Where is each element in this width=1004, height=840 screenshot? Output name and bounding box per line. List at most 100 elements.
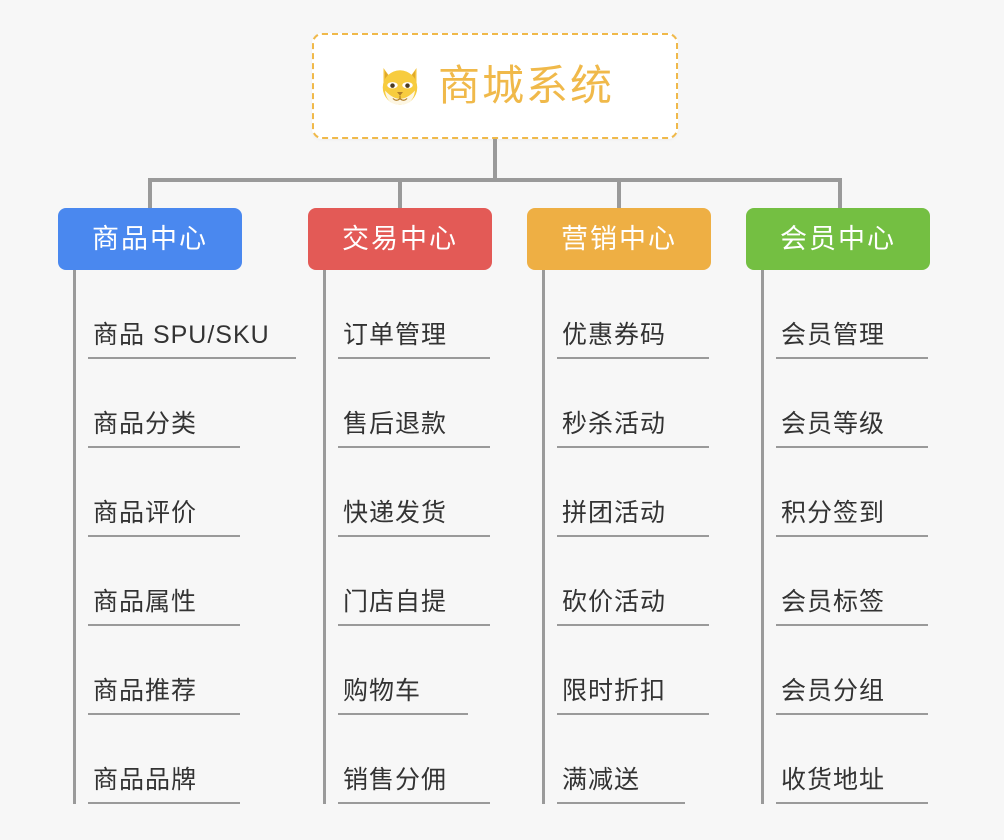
leaf-label: 满减送 (562, 766, 641, 794)
list-item[interactable]: 商品品牌 (73, 715, 242, 804)
list-item[interactable]: 会员标签 (761, 537, 930, 626)
list-item[interactable]: 商品推荐 (73, 626, 242, 715)
leaf-label: 限时折扣 (562, 677, 667, 705)
leaf-list-trade-center: 订单管理 售后退款 快递发货 门店自提 购物车 销售分佣 (308, 270, 492, 804)
list-item[interactable]: 订单管理 (323, 270, 492, 359)
shiba-dog-face-icon (382, 68, 418, 105)
list-item[interactable]: 秒杀活动 (542, 359, 711, 448)
list-item[interactable]: 收货地址 (761, 715, 930, 804)
connector-stem-trade-center (398, 178, 402, 208)
category-label: 商品中心 (92, 223, 208, 254)
trunk-line (323, 270, 326, 804)
leaf-label: 秒杀活动 (562, 410, 667, 438)
category-label: 营销中心 (561, 223, 677, 254)
list-item[interactable]: 商品评价 (73, 448, 242, 537)
leaf-label: 拼团活动 (562, 499, 667, 527)
category-header-member-center[interactable]: 会员中心 (746, 208, 930, 270)
leaf-label: 积分签到 (781, 499, 886, 527)
leaf-rule (338, 624, 490, 626)
list-item[interactable]: 销售分佣 (323, 715, 492, 804)
list-item[interactable]: 会员管理 (761, 270, 930, 359)
leaf-rule (338, 535, 490, 537)
connector-stem-member-center (838, 178, 842, 208)
leaf-label: 收货地址 (781, 766, 886, 794)
leaf-rule (776, 802, 928, 804)
leaf-rule (88, 535, 240, 537)
list-item[interactable]: 满减送 (542, 715, 711, 804)
list-item[interactable]: 售后退款 (323, 359, 492, 448)
list-item[interactable]: 购物车 (323, 626, 492, 715)
list-item[interactable]: 会员等级 (761, 359, 930, 448)
leaf-rule (776, 446, 928, 448)
leaf-rule (557, 802, 685, 804)
leaf-rule (557, 357, 709, 359)
leaf-rule (88, 357, 296, 359)
leaf-rule (776, 713, 928, 715)
leaf-label: 商品分类 (93, 410, 198, 438)
connector-stem-product-center (148, 178, 152, 208)
leaf-label: 会员标签 (781, 588, 886, 616)
trunk-line (73, 270, 76, 804)
trunk-line (542, 270, 545, 804)
leaf-list-member-center: 会员管理 会员等级 积分签到 会员标签 会员分组 收货地址 (746, 270, 930, 804)
list-item[interactable]: 快递发货 (323, 448, 492, 537)
leaf-label: 商品评价 (93, 499, 198, 527)
leaf-rule (557, 713, 709, 715)
trunk-line (761, 270, 764, 804)
leaf-rule (88, 713, 240, 715)
list-item[interactable]: 优惠券码 (542, 270, 711, 359)
leaf-label: 商品品牌 (93, 766, 198, 794)
list-item[interactable]: 商品属性 (73, 537, 242, 626)
branch-member-center: 会员中心 会员管理 会员等级 积分签到 会员标签 会员分组 (746, 208, 930, 804)
category-label: 交易中心 (342, 223, 458, 254)
category-label: 会员中心 (780, 223, 896, 254)
leaf-label: 购物车 (343, 677, 422, 705)
leaf-label: 优惠券码 (562, 321, 667, 349)
list-item[interactable]: 商品 SPU/SKU (73, 270, 296, 359)
connector-stem-marketing-center (617, 178, 621, 208)
leaf-list-product-center: 商品 SPU/SKU 商品分类 商品评价 商品属性 商品推荐 商品品牌 (58, 270, 296, 804)
branch-product-center: 商品中心 商品 SPU/SKU 商品分类 商品评价 商品属性 商品推荐 (58, 208, 296, 804)
connector-root-stem (493, 139, 497, 182)
leaf-rule (338, 802, 490, 804)
root-node-mall-system[interactable]: 商城系统 (312, 33, 678, 139)
leaf-label: 会员管理 (781, 321, 886, 349)
connector-horizontal-bus (148, 178, 842, 182)
leaf-label: 快递发货 (343, 499, 448, 527)
leaf-label: 砍价活动 (562, 588, 667, 616)
list-item[interactable]: 门店自提 (323, 537, 492, 626)
leaf-rule (338, 713, 468, 715)
leaf-label: 售后退款 (343, 410, 448, 438)
leaf-label: 订单管理 (343, 321, 448, 349)
leaf-rule (557, 446, 709, 448)
leaf-label: 门店自提 (343, 588, 448, 616)
leaf-label: 商品推荐 (93, 677, 198, 705)
list-item[interactable]: 限时折扣 (542, 626, 711, 715)
category-header-product-center[interactable]: 商品中心 (58, 208, 242, 270)
leaf-label: 商品 SPU/SKU (93, 321, 270, 349)
leaf-label: 销售分佣 (343, 766, 448, 794)
leaf-label: 会员分组 (781, 677, 886, 705)
list-item[interactable]: 商品分类 (73, 359, 242, 448)
list-item[interactable]: 拼团活动 (542, 448, 711, 537)
branch-marketing-center: 营销中心 优惠券码 秒杀活动 拼团活动 砍价活动 限时折扣 (527, 208, 711, 804)
leaf-rule (557, 624, 709, 626)
leaf-rule (88, 624, 240, 626)
list-item[interactable]: 会员分组 (761, 626, 930, 715)
leaf-rule (88, 802, 240, 804)
category-header-trade-center[interactable]: 交易中心 (308, 208, 492, 270)
list-item[interactable]: 砍价活动 (542, 537, 711, 626)
leaf-list-marketing-center: 优惠券码 秒杀活动 拼团活动 砍价活动 限时折扣 满减送 (527, 270, 711, 804)
leaf-rule (776, 624, 928, 626)
list-item[interactable]: 积分签到 (761, 448, 930, 537)
leaf-rule (338, 446, 490, 448)
leaf-label: 商品属性 (93, 588, 198, 616)
category-header-marketing-center[interactable]: 营销中心 (527, 208, 711, 270)
leaf-rule (776, 357, 928, 359)
root-title: 商城系统 (437, 62, 614, 109)
leaf-rule (557, 535, 709, 537)
leaf-rule (338, 357, 490, 359)
branch-trade-center: 交易中心 订单管理 售后退款 快递发货 门店自提 购物车 (308, 208, 492, 804)
leaf-rule (776, 535, 928, 537)
